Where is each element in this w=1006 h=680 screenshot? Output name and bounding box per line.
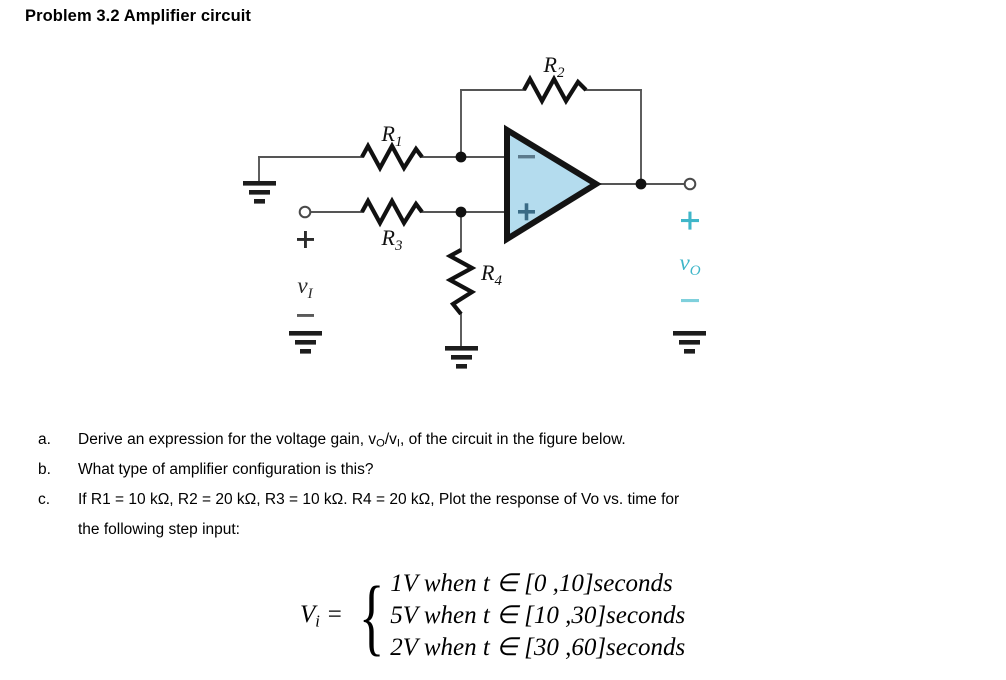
node-output-junction	[635, 178, 647, 190]
wire-group	[258, 89, 688, 348]
equation-equals-glyph: =	[326, 600, 343, 628]
equation-lhs: Vi =	[300, 601, 349, 631]
resistor-r3-symbol	[360, 196, 424, 228]
ground-symbol-output	[673, 331, 706, 354]
node-noninverting-junction	[455, 206, 467, 218]
question-list: a. Derive an expression for the voltage …	[0, 425, 1006, 545]
resistor-r1-label: R1	[381, 121, 403, 150]
question-marker-c: c.	[38, 491, 51, 508]
gain-denominator: vI	[389, 431, 400, 450]
ground-symbol-r4	[445, 346, 478, 369]
question-marker-b: b.	[38, 461, 51, 478]
piecewise-equation: Vi = { 1V when t ∈ [0 ,10]seconds 5V whe…	[0, 568, 1006, 678]
node-inverting-junction	[455, 151, 467, 163]
resistor-r2-symbol	[522, 74, 588, 106]
ground-symbol-input-source	[289, 331, 322, 354]
page-title: Problem 3.2 Amplifier circuit	[25, 7, 251, 26]
question-a-text-before: Derive an expression for the voltage gai…	[78, 431, 369, 448]
equation-cases: 1V when t ∈ [0 ,10]seconds 5V when t ∈ […	[382, 568, 685, 664]
opamp-triangle	[504, 124, 602, 245]
equation-case-2: 5V when t ∈ [10 ,30]seconds	[390, 602, 686, 629]
gain-num-sub: O	[376, 437, 385, 450]
equation-brace: {	[358, 568, 385, 664]
resistor-r4-symbol	[445, 248, 477, 316]
question-text-c: If R1 = 10 kΩ, R2 = 20 kΩ, R3 = 10 kΩ. R…	[78, 491, 680, 508]
ground-symbol-left-top	[243, 181, 276, 204]
equation-case-1: 1V when t ∈ [0 ,10]seconds	[390, 570, 673, 597]
terminal-input-open-circle	[298, 205, 312, 219]
gain-den-sub: I	[396, 437, 400, 450]
output-port-minus-icon	[681, 299, 699, 303]
equation-case-3: 2V when t ∈ [30 ,60]seconds	[390, 634, 686, 661]
gain-den-base: v	[389, 431, 397, 448]
question-item-a: a. Derive an expression for the voltage …	[0, 425, 1006, 455]
output-voltage-label: vO	[679, 250, 700, 279]
problem-number: Problem 3.2	[25, 7, 124, 25]
question-text-b: What type of amplifier configuration is …	[78, 461, 374, 478]
gain-numerator: vO	[368, 431, 385, 450]
question-a-text-after: , of the circuit in the figure below.	[399, 431, 626, 448]
resistor-r3-label: R3	[381, 225, 403, 254]
problem-title: Amplifier circuit	[123, 7, 252, 25]
equation-equals: =	[320, 601, 343, 628]
opamp-noninverting-plus-icon	[518, 203, 535, 221]
input-port-minus-icon	[297, 314, 314, 317]
opamp-inverting-minus-icon	[518, 155, 535, 159]
circuit-figure: R1 R2 R3 R4	[0, 42, 1006, 372]
resistor-r1-symbol	[360, 141, 424, 173]
question-text-c-continuation: the following step input:	[78, 521, 240, 538]
resistor-r2-label: R2	[543, 52, 565, 81]
gain-separator: /	[384, 431, 390, 448]
equation-lhs-base: V	[300, 600, 316, 628]
question-text-a: Derive an expression for the voltage gai…	[78, 425, 626, 458]
circuit-schematic-svg: R1 R2 R3 R4	[243, 52, 706, 369]
question-item-b: b. What type of amplifier configuration …	[0, 455, 1006, 485]
input-voltage-label: vI	[297, 273, 313, 302]
question-marker-a: a.	[38, 431, 51, 448]
gain-num-base: v	[368, 431, 377, 448]
resistor-r4-label: R4	[480, 260, 502, 289]
output-port-plus-icon	[681, 211, 699, 230]
input-port-plus-icon	[297, 231, 314, 248]
terminal-output-open-circle	[683, 177, 697, 191]
equation-wrapper: Vi = { 1V when t ∈ [0 ,10]seconds 5V whe…	[300, 568, 685, 664]
question-item-c: c. If R1 = 10 kΩ, R2 = 20 kΩ, R3 = 10 kΩ…	[0, 485, 1006, 545]
equation-lhs-sub: i	[315, 611, 320, 631]
